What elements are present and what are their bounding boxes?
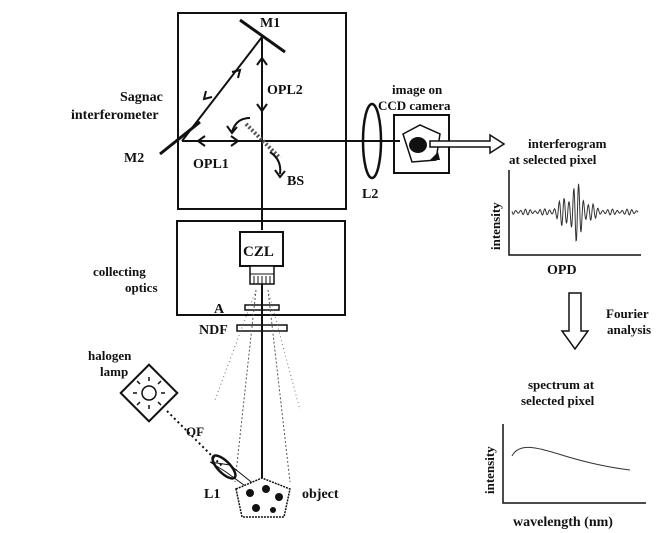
label-object: object	[302, 487, 339, 502]
label-interferogram-1: interferogram	[528, 136, 607, 151]
label-fourier-2: analysis	[607, 322, 651, 337]
label-a: A	[214, 302, 225, 317]
label-halogen-2: lamp	[100, 364, 128, 379]
label-spectrum-2: selected pixel	[521, 393, 595, 408]
hollow-arrow-down	[560, 292, 590, 351]
rotation-arrow-head	[274, 169, 286, 179]
label-m1: M1	[260, 16, 280, 31]
spectrum-axes	[502, 424, 646, 504]
label-opl2: OPL2	[267, 83, 303, 98]
ccd-image-blob-2	[430, 152, 440, 160]
label-of: OF	[186, 424, 204, 439]
label-image-ccd-1: image on	[392, 82, 443, 97]
label-opd: OPD	[547, 263, 577, 278]
hollow-arrow-right	[429, 133, 506, 155]
beam-arrow	[230, 135, 240, 147]
label-sagnac-1: Sagnac	[120, 90, 163, 105]
label-ndf: NDF	[199, 323, 228, 338]
field-cone-right	[267, 289, 301, 411]
beam-arrow	[231, 68, 242, 79]
collection-cone-right	[267, 289, 291, 483]
beam-m2-m1	[181, 36, 263, 142]
rotation-arrow-head	[226, 125, 238, 135]
object-spots	[246, 485, 283, 513]
label-bs: BS	[287, 174, 304, 189]
label-collecting-1: collecting	[93, 264, 146, 279]
mirror-m1	[239, 18, 286, 54]
label-l2: L2	[362, 187, 378, 202]
object-specimen	[235, 477, 291, 518]
sun-icon-rays	[133, 377, 165, 409]
label-halogen-1: halogen	[88, 348, 132, 363]
label-image-ccd-2: CCD camera	[378, 98, 451, 113]
sun-icon	[141, 385, 157, 401]
label-czl: CZL	[243, 244, 274, 260]
beam-arrow	[256, 103, 268, 113]
rotation-arrow	[269, 151, 282, 175]
label-l1: L1	[204, 487, 220, 502]
spectrum-trace	[511, 446, 631, 471]
label-wavelength: wavelength (nm)	[513, 515, 613, 530]
ccd-image-blob	[409, 137, 427, 153]
label-interferogram-2: at selected pixel	[509, 152, 597, 167]
label-opl1: OPL1	[193, 157, 229, 172]
collection-cone-left	[234, 289, 257, 483]
label-m2: M2	[124, 151, 144, 166]
rotation-arrow	[231, 117, 251, 133]
interferogram-trace	[511, 183, 639, 242]
label-intensity-1: intensity	[488, 202, 503, 250]
label-spectrum-1: spectrum at	[528, 377, 595, 392]
interferogram-axes	[508, 170, 641, 256]
label-intensity-2: intensity	[482, 446, 497, 494]
label-collecting-2: optics	[125, 280, 158, 295]
label-fourier-1: Fourier	[606, 306, 649, 321]
beam-splitter	[244, 122, 282, 160]
lens-l2	[361, 102, 383, 180]
lens-l1	[211, 454, 237, 480]
beam-arrow	[202, 90, 213, 101]
beam-arrow	[196, 135, 206, 147]
czl-box	[239, 231, 284, 267]
label-sagnac-2: interferometer	[71, 108, 159, 123]
beam-arrow	[256, 56, 268, 66]
